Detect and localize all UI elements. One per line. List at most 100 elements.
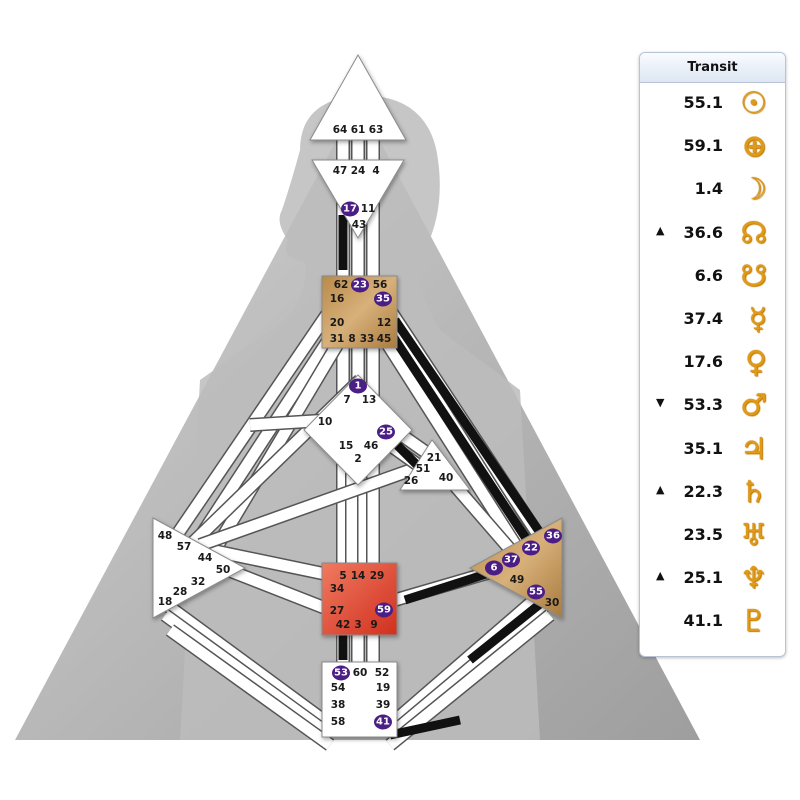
gate-61: 61 [351, 124, 366, 136]
gate-3: 3 [354, 619, 361, 631]
gate-43: 43 [352, 219, 367, 231]
gate-number: 6 [491, 563, 498, 574]
transit-row: ▲22.3♄ [640, 472, 785, 515]
gate-number: 34 [330, 583, 345, 595]
transit-panel: Transit 55.1☉59.1⊕1.4☽▲36.6☊6.6☋37.4☿17.… [639, 52, 786, 657]
defined-channel [391, 317, 549, 543]
transit-value: 35.1 [683, 438, 723, 458]
transit-title: Transit [640, 53, 785, 83]
gate-48: 48 [158, 530, 173, 542]
gate-number: 3 [354, 619, 361, 631]
spleen-center [152, 517, 247, 619]
gate-number: 41 [376, 717, 390, 728]
gate-49: 49 [510, 574, 525, 586]
venus-icon: ♀ [745, 345, 767, 381]
gate-number: 14 [351, 570, 366, 582]
gate-40: 40 [439, 472, 454, 484]
gate-27: 27 [330, 605, 345, 617]
gate-31: 31 [330, 333, 345, 345]
gate-number: 23 [353, 280, 367, 291]
transit-value: 25.1 [683, 568, 723, 588]
gate-number: 27 [330, 605, 345, 617]
gate-56: 56 [373, 279, 388, 291]
gate-number: 35 [376, 294, 390, 305]
gate-30: 30 [545, 597, 560, 609]
channel [156, 595, 334, 730]
gate-number: 20 [330, 317, 345, 329]
defined-channel [389, 715, 461, 740]
gate-number: 57 [177, 541, 192, 553]
gate-2: 2 [354, 453, 361, 465]
uranus-icon: ♅ [740, 517, 767, 553]
active-gate-marker [374, 291, 392, 307]
gate-number: 45 [377, 333, 392, 345]
gate-number: 60 [353, 667, 368, 679]
gate-18: 18 [158, 596, 173, 608]
gate-number: 22 [524, 543, 538, 554]
gate-number: 61 [351, 124, 366, 136]
direction-arrow-icon: ▲ [656, 569, 665, 583]
active-gate-marker [502, 552, 520, 568]
gate-41: 41 [374, 714, 392, 730]
gate-37: 37 [502, 552, 520, 568]
gate-number: 47 [333, 165, 348, 177]
gate-54: 54 [331, 682, 346, 694]
gate-50: 50 [216, 564, 231, 576]
gate-11: 11 [361, 203, 376, 215]
active-gate-marker [377, 424, 395, 440]
gate-24: 24 [351, 165, 366, 177]
gate-number: 33 [360, 333, 375, 345]
sacral-center [321, 562, 398, 636]
gate-16: 16 [330, 293, 345, 305]
active-gate-marker [522, 540, 540, 556]
gate-number: 58 [331, 716, 346, 728]
gate-10: 10 [318, 416, 333, 428]
gate-number: 40 [439, 472, 454, 484]
gate-63: 63 [369, 124, 384, 136]
active-gate-marker [375, 602, 393, 618]
transit-value: 22.3 [683, 481, 723, 501]
gate-number: 53 [334, 668, 348, 679]
gate-number: 2 [354, 453, 361, 465]
gate-1: 1 [349, 378, 367, 394]
gate-59: 59 [375, 602, 393, 618]
gate-21: 21 [427, 452, 442, 464]
gate-28: 28 [173, 586, 188, 598]
gate-33: 33 [360, 333, 375, 345]
g-center [303, 374, 413, 486]
sun-icon: ☉ [740, 86, 767, 121]
transit-value: 23.5 [683, 524, 723, 544]
channel [208, 544, 332, 581]
active-gate-marker [332, 665, 350, 681]
gate-number: 49 [510, 574, 525, 586]
transit-row: 1.4☽ [640, 169, 785, 212]
gate-number: 59 [377, 605, 391, 616]
gate-19: 19 [376, 682, 391, 694]
gate-number: 42 [336, 619, 351, 631]
transit-value: 17.6 [683, 352, 723, 372]
transit-value: 53.3 [683, 395, 723, 415]
transit-value: 36.6 [683, 222, 723, 242]
gate-number: 16 [330, 293, 345, 305]
transit-row: 41.1♇ [640, 601, 785, 644]
neptune-icon: ♆ [740, 561, 767, 597]
gate-number: 31 [330, 333, 345, 345]
gate-58: 58 [331, 716, 346, 728]
jupiter-icon: ♃ [740, 431, 767, 467]
gate-number: 48 [158, 530, 173, 542]
transit-list: 55.1☉59.1⊕1.4☽▲36.6☊6.6☋37.4☿17.6♀▼53.3♂… [640, 83, 785, 644]
active-gate-marker [341, 201, 359, 217]
mars-icon: ♂ [740, 388, 767, 424]
gate-42: 42 [336, 619, 351, 631]
transit-row: ▼53.3♂ [640, 385, 785, 428]
gate-6: 6 [485, 560, 503, 576]
gate-34: 34 [330, 583, 345, 595]
direction-arrow-icon: ▲ [656, 482, 665, 496]
gate-20: 20 [330, 317, 345, 329]
gate-51: 51 [416, 463, 431, 475]
gate-number: 51 [416, 463, 431, 475]
gate-44: 44 [198, 552, 213, 564]
gate-12: 12 [377, 317, 392, 329]
defined-channel [388, 332, 539, 555]
